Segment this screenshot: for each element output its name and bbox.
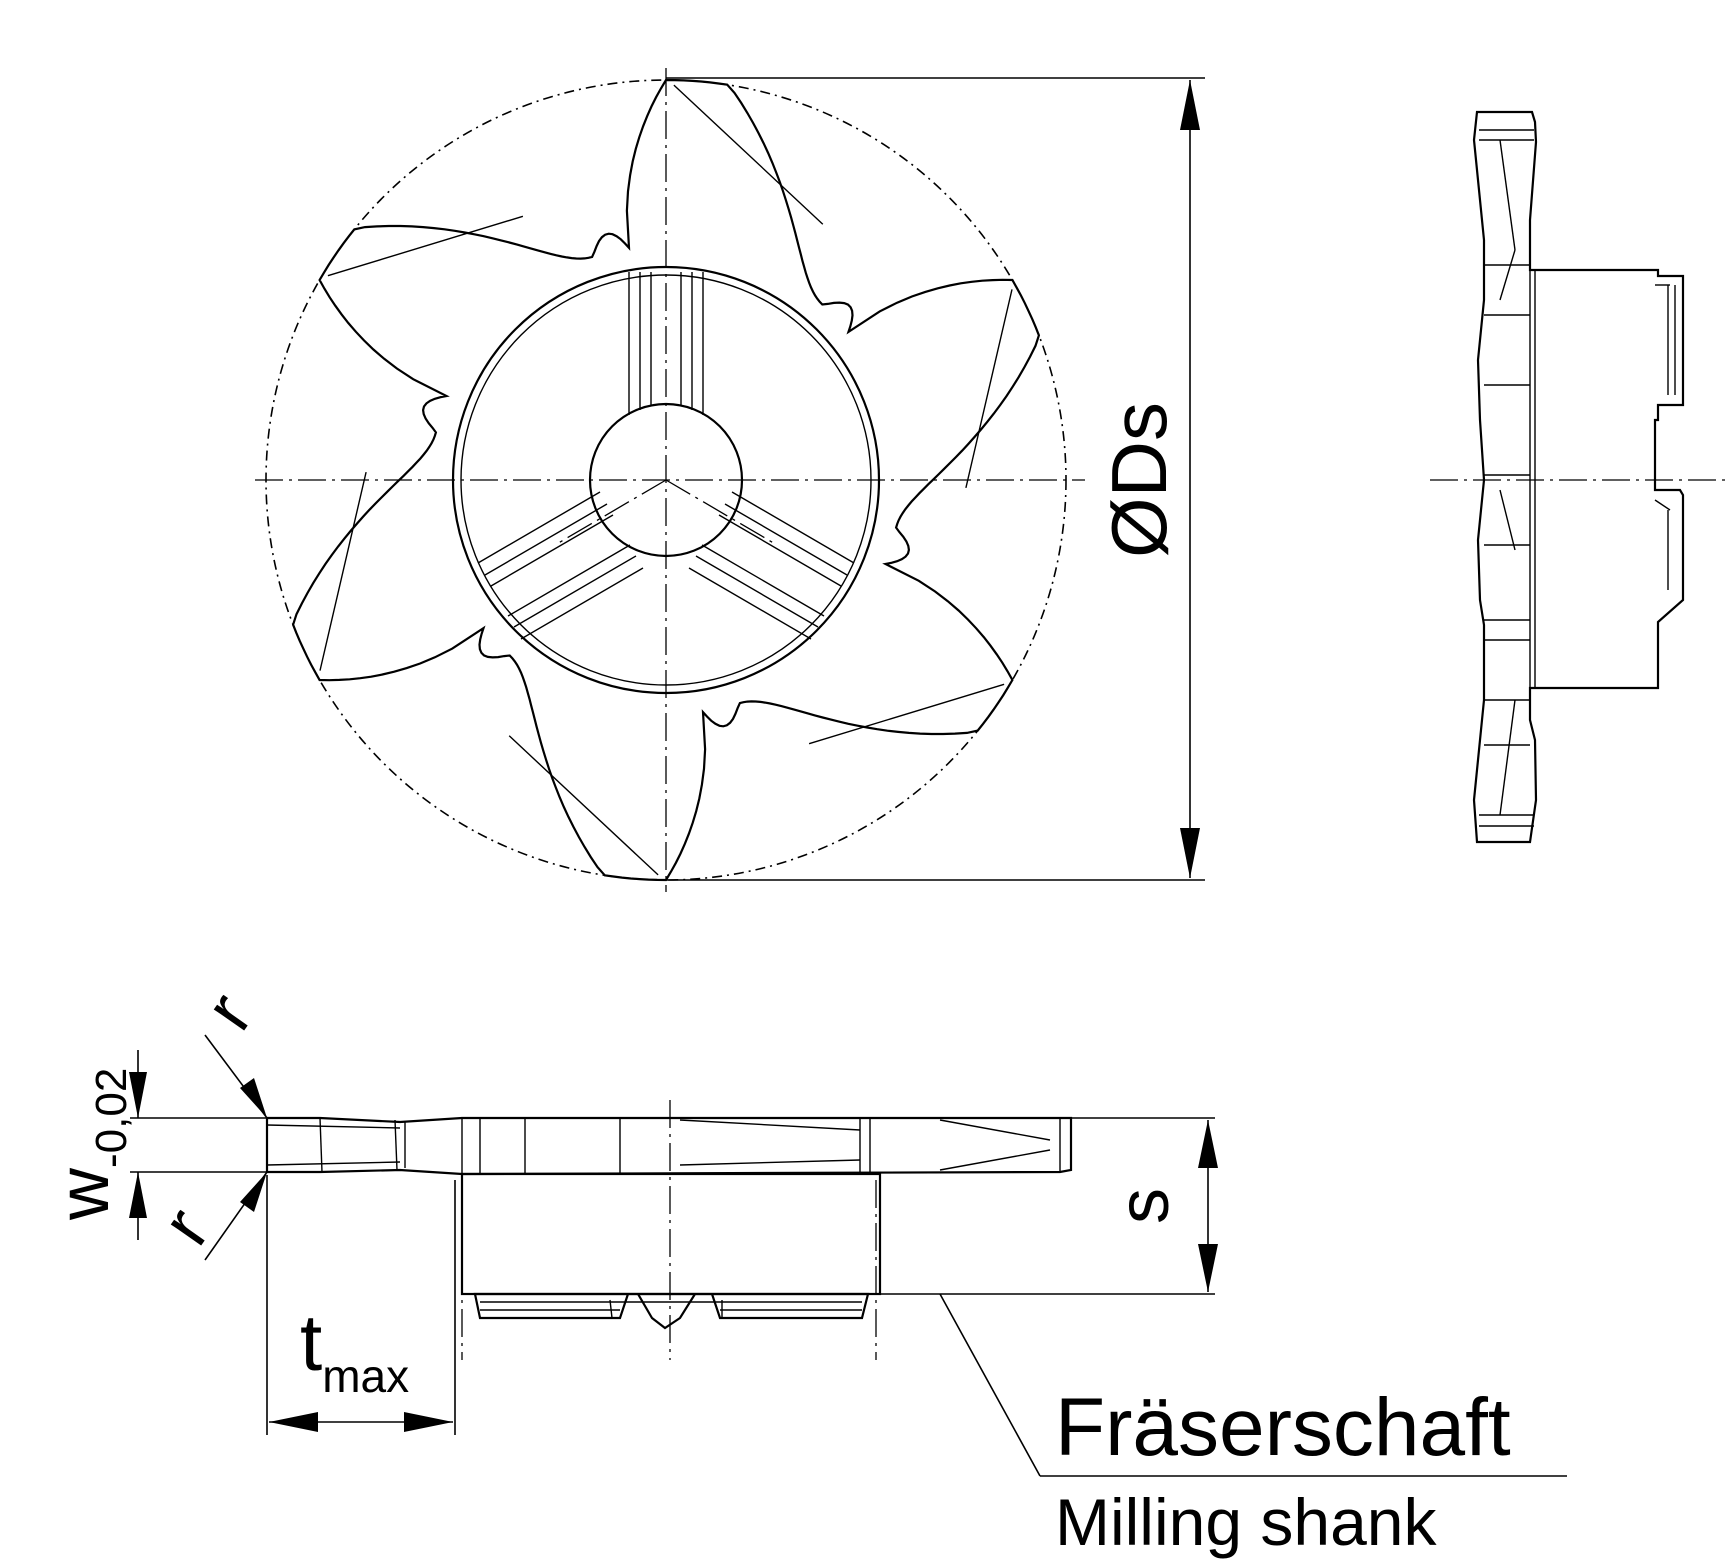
shank-label-de: Fräserschaft (1055, 1382, 1511, 1473)
tooth-edge-line (508, 735, 659, 876)
width-label-main: w (44, 1167, 124, 1221)
shank-s-label: s (1104, 1188, 1184, 1224)
tooth-edge-line (319, 471, 367, 671)
shank-leader (939, 1293, 1567, 1477)
tooth-edge-line (808, 683, 1005, 745)
diameter-label: ØDs (1095, 402, 1183, 558)
side-view-details (1479, 129, 1676, 827)
tmax-label: tmax (300, 1298, 409, 1402)
profile-blade-details (266, 1117, 1061, 1174)
front-view: ØDs (255, 68, 1205, 892)
tmax-label-main: t (300, 1298, 322, 1387)
tooth-edge-line (327, 215, 524, 277)
width-dimension (129, 1050, 267, 1240)
tmax-label-sub: max (322, 1350, 409, 1402)
diameter-dimension (666, 77, 1205, 881)
profile-teeth-details (480, 1299, 862, 1319)
tmax-dimension (266, 1175, 456, 1435)
tooth-edge-line (673, 84, 824, 225)
profile-shank (460, 1172, 882, 1296)
width-label: w-0,02 (44, 1068, 136, 1221)
radius-leaders (204, 1034, 268, 1261)
profile-teeth (473, 1292, 870, 1330)
shank-label-en: Milling shank (1055, 1485, 1437, 1559)
tooth-edges (319, 84, 1013, 876)
rib-axis-right (665, 479, 778, 546)
width-label-tolerance: -0,02 (87, 1068, 136, 1168)
profile-view: w-0,02 r r s tmax (44, 979, 1567, 1559)
shank-dimension (880, 1117, 1218, 1295)
tooth-edge-line (965, 289, 1013, 489)
side-view (1430, 110, 1729, 844)
radial-ribs (477, 272, 855, 640)
radius-label-bottom: r (147, 1194, 224, 1258)
rib-axis-left (554, 479, 667, 546)
profile-blade (265, 1116, 1073, 1176)
radius-label-top: r (190, 979, 267, 1043)
side-view-body (1472, 110, 1685, 844)
